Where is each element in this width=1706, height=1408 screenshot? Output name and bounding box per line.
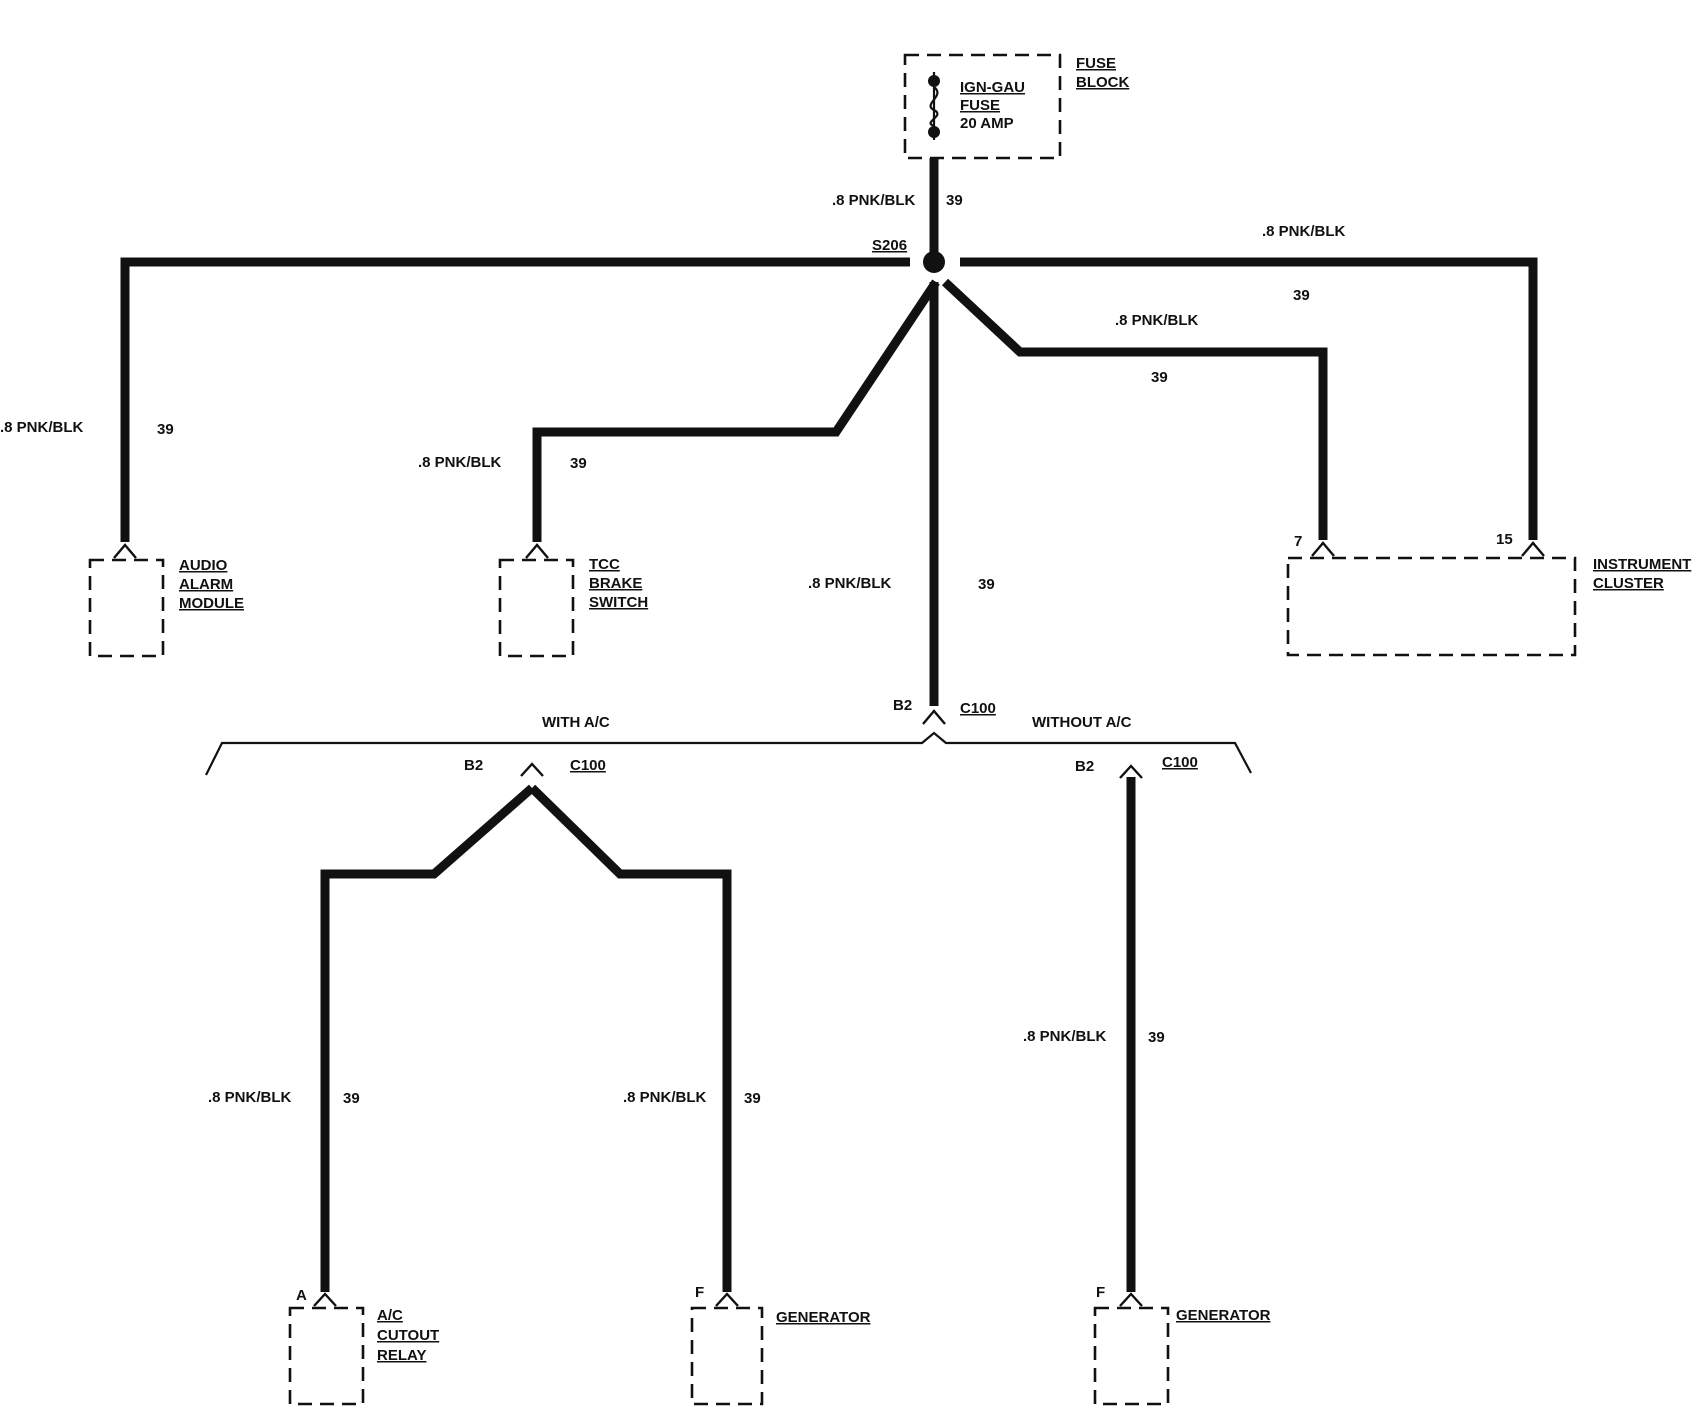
wire-color-label: .8 PNK/BLK [808, 575, 892, 592]
ac-cutout-relay: A A/C CUTOUT RELAY [288, 1287, 439, 1406]
component-label: BRAKE [589, 575, 642, 592]
wire-color-label: .8 PNK/BLK [1115, 312, 1199, 329]
connector-c100-label: C100 [570, 757, 606, 774]
option-without-ac-label: WITHOUT A/C [1032, 714, 1132, 731]
generator-without-ac: F GENERATOR [1093, 1284, 1271, 1406]
component-label: GENERATOR [1176, 1307, 1271, 1324]
wire-to-audio-alarm [120, 257, 910, 542]
fuse-block-title-line1: FUSE [1076, 55, 1116, 72]
audio-alarm-module: AUDIO ALARM MODULE [88, 557, 244, 658]
connector-c100-label: C100 [960, 700, 996, 717]
generator-with-ac: F GENERATOR [690, 1284, 871, 1406]
connector-c100-label: C100 [1162, 754, 1198, 771]
wire-circuit-label: 39 [1148, 1029, 1165, 1046]
component-label: RELAY [377, 1347, 426, 1364]
splice-s206 [923, 251, 945, 273]
wire-color-label: .8 PNK/BLK [1262, 223, 1346, 240]
wire-to-tcc-brake [532, 279, 940, 542]
wires [120, 158, 1538, 1292]
component-label: CLUSTER [1593, 575, 1664, 592]
wire-color-label: .8 PNK/BLK [623, 1089, 707, 1106]
wire-circuit-label: 39 [1151, 369, 1168, 386]
connector-pin-label: B2 [893, 697, 912, 714]
component-label: SWITCH [589, 594, 648, 611]
wire-color-label: .8 PNK/BLK [0, 419, 84, 436]
connector-pin-label: B2 [464, 757, 483, 774]
wire-circuit-label: 39 [157, 421, 174, 438]
component-label: MODULE [179, 595, 244, 612]
component-label: CUTOUT [377, 1327, 439, 1344]
fuse-name-line2: FUSE [960, 97, 1000, 114]
fuse-rating: 20 AMP [960, 115, 1014, 132]
connector-pin-label: 7 [1294, 533, 1302, 550]
connector-pin-label: F [1096, 1284, 1105, 1301]
instrument-cluster: 7 15 INSTRUMENT CLUSTER [1286, 531, 1691, 657]
fuse-block-title-line2: BLOCK [1076, 74, 1129, 91]
wire-to-cluster-pin15 [960, 257, 1538, 540]
connector-pin-label: 15 [1496, 531, 1513, 548]
component-label: AUDIO [179, 557, 228, 574]
connector-symbols [113, 541, 1545, 1307]
wire-labels: .8 PNK/BLK 39 .8 PNK/BLK 39 .8 PNK/BLK 3… [0, 192, 1346, 1107]
wire-circuit-label: 39 [744, 1090, 761, 1107]
tcc-brake-switch: TCC BRAKE SWITCH [498, 556, 648, 658]
wire-color-label: .8 PNK/BLK [208, 1089, 292, 1106]
wire-color-label: .8 PNK/BLK [1023, 1028, 1107, 1045]
component-label: ALARM [179, 576, 233, 593]
wire-to-cluster-pin7 [941, 278, 1328, 540]
connector-pin-label: A [296, 1287, 307, 1304]
wire-circuit-label: 39 [1293, 287, 1310, 304]
wire-color-label: .8 PNK/BLK [832, 192, 916, 209]
fuse-block: IGN-GAU FUSE 20 AMP FUSE BLOCK [903, 53, 1129, 160]
component-label: GENERATOR [776, 1309, 871, 1326]
wire-circuit-label: 39 [946, 192, 963, 209]
option-bracket: WITH A/C WITHOUT A/C [205, 714, 1252, 776]
component-label: A/C [377, 1307, 403, 1324]
wire-color-label: .8 PNK/BLK [418, 454, 502, 471]
splice-label: S206 [872, 237, 907, 254]
connector-pin-label: B2 [1075, 758, 1094, 775]
fuse-name-line1: IGN-GAU [960, 79, 1025, 96]
option-with-ac-label: WITH A/C [542, 714, 610, 731]
wire-to-generator-with-ac [528, 784, 732, 1292]
component-label: TCC [589, 556, 620, 573]
component-label: INSTRUMENT [1593, 556, 1691, 573]
wire-to-ac-relay [320, 784, 535, 1292]
connector-pin-label: F [695, 1284, 704, 1301]
wire-circuit-label: 39 [978, 576, 995, 593]
wire-circuit-label: 39 [343, 1090, 360, 1107]
wire-circuit-label: 39 [570, 455, 587, 472]
